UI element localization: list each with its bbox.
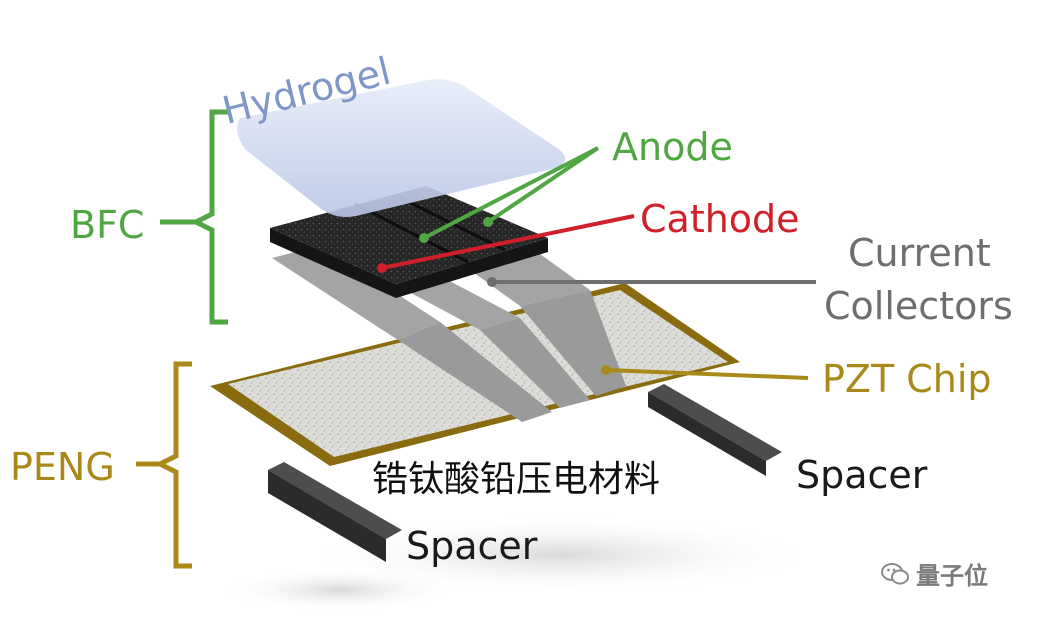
- wechat-logo-icon: [880, 561, 910, 587]
- spacer-left-label: Spacer: [406, 527, 537, 565]
- spacer-right-label: Spacer: [796, 456, 927, 494]
- collectors-label: Collectors: [824, 287, 1013, 325]
- watermark: 量子位: [880, 556, 988, 591]
- pzt-dot: [601, 365, 611, 375]
- pzt-chip-label: PZT Chip: [822, 360, 992, 398]
- bfc-label: BFC: [70, 206, 144, 244]
- anode-dot: [483, 217, 493, 227]
- bfc-bracket: [196, 112, 228, 322]
- peng-bracket: [160, 364, 192, 566]
- cathode-label: Cathode: [640, 200, 800, 238]
- anode-dot: [419, 233, 429, 243]
- current-label: Current: [848, 234, 991, 272]
- collector-dot: [487, 277, 497, 287]
- cathode-dot: [377, 263, 387, 273]
- anode-label: Anode: [612, 128, 733, 166]
- peng-label: PENG: [10, 448, 115, 486]
- watermark-text: 量子位: [916, 556, 988, 591]
- spacer-right-top: [648, 384, 782, 461]
- pzt-chinese-caption: 锆钛酸铅压电材料: [372, 462, 660, 498]
- floor-shadow: [220, 568, 460, 612]
